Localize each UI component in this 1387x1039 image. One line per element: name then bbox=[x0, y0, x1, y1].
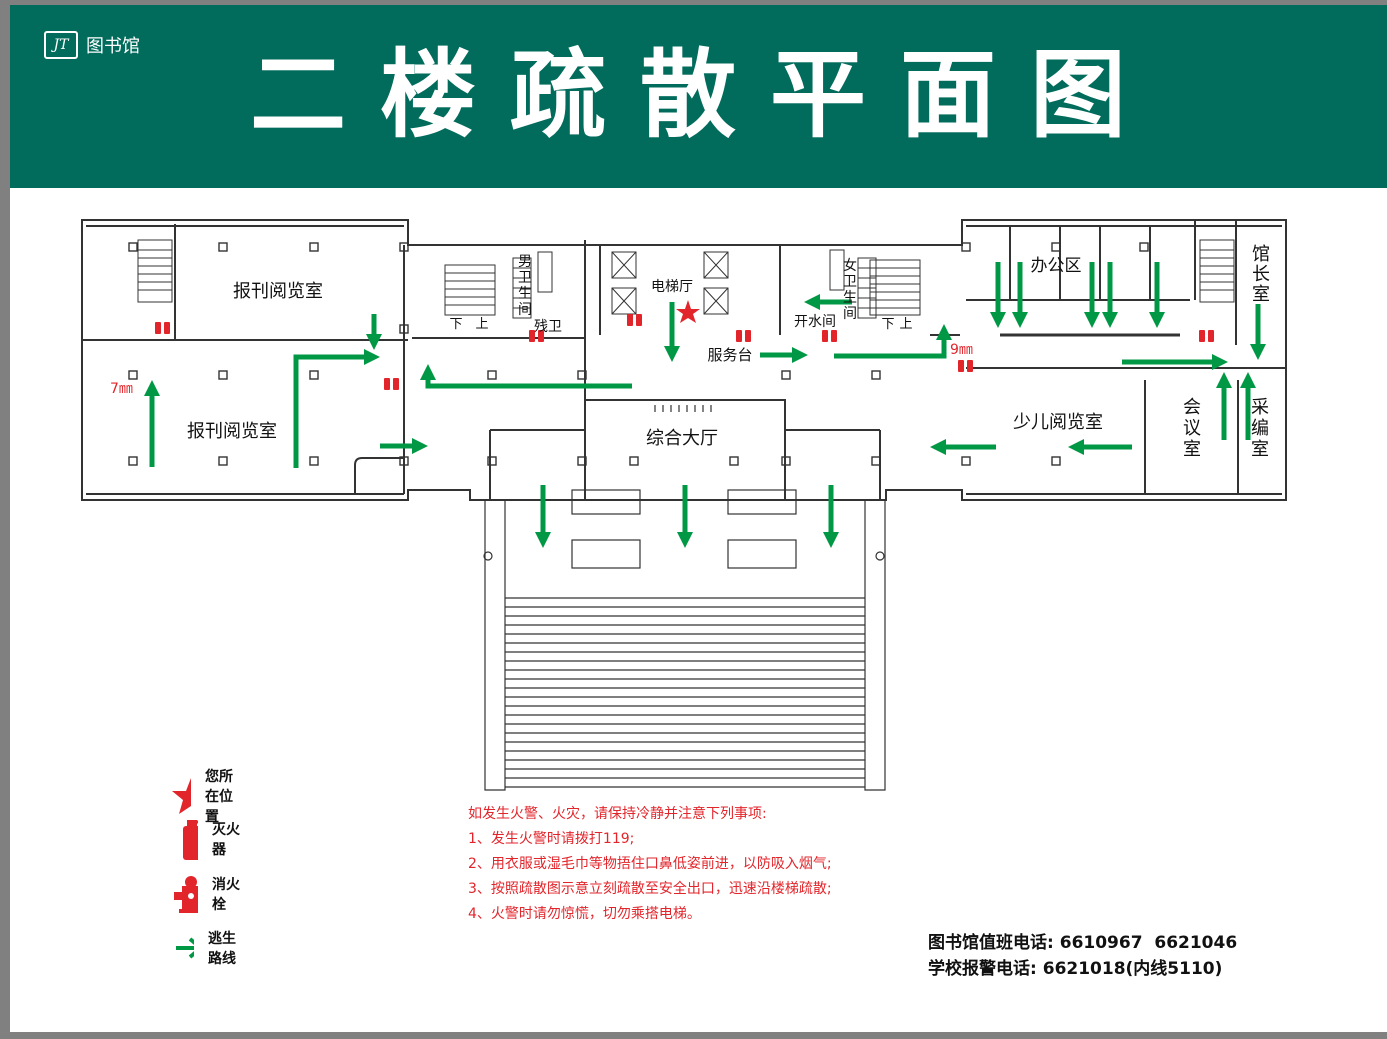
room-main-hall: 综合大厅 bbox=[646, 428, 718, 449]
fire-extinguishers bbox=[155, 314, 1214, 390]
legend-row-extinguisher: 灭火器 bbox=[170, 816, 240, 862]
duty-phone-numbers: 6610967 6621046 bbox=[1059, 933, 1238, 953]
library-logo: JT 图书馆 bbox=[44, 31, 140, 59]
extinguisher-icon bbox=[636, 314, 642, 326]
evacuation-plan-sheet: JT 图书馆 二楼疏散平面图 bbox=[10, 5, 1387, 1032]
logo-mark-icon: JT bbox=[44, 31, 78, 59]
room-service-desk: 服务台 bbox=[707, 346, 752, 364]
elevators bbox=[611, 251, 729, 315]
legend-label: 逃生路线 bbox=[208, 931, 236, 967]
columns bbox=[128, 242, 1149, 466]
room-male-toilet-4: 间 bbox=[518, 302, 532, 318]
extinguisher-icon bbox=[822, 330, 828, 342]
escape-arrow bbox=[419, 363, 632, 389]
room-water-room: 开水间 bbox=[794, 314, 836, 330]
extinguisher-icon bbox=[627, 314, 633, 326]
duty-phone-row: 图书馆值班电话: 6610967 6621046 bbox=[928, 930, 1237, 956]
notes-heading: 如发生火警、火灾，请保持冷静并注意下列事项: bbox=[468, 806, 767, 822]
notes-item: 2、用衣服或湿毛巾等物捂住口鼻低姿前进，以防吸入烟气; bbox=[468, 856, 832, 872]
extinguisher-icon bbox=[155, 322, 161, 334]
extinguisher-icon bbox=[967, 360, 973, 372]
stair-down-label-east: 下 bbox=[881, 317, 894, 332]
extinguisher-icon bbox=[958, 360, 964, 372]
room-male-toilet-3: 生 bbox=[518, 286, 532, 302]
legend-label: 灭火器 bbox=[212, 822, 240, 858]
extinguisher-icon bbox=[1199, 330, 1205, 342]
escape-arrow bbox=[293, 348, 381, 468]
main-entrance-steps bbox=[483, 405, 886, 791]
room-director-3: 室 bbox=[1252, 284, 1270, 305]
notes-item: 1、发生火警时请拨打119; bbox=[468, 831, 635, 847]
hydrant-icon bbox=[174, 876, 198, 913]
extinguisher-icon bbox=[831, 330, 837, 342]
room-office-area: 办公区 bbox=[1031, 256, 1082, 276]
legend-row-position: 您所在位置 bbox=[170, 766, 240, 826]
room-male-toilet-2: 卫 bbox=[518, 270, 532, 286]
arrow-icon bbox=[176, 937, 194, 959]
room-male-toilet-1: 男 bbox=[518, 254, 532, 270]
stair-down-label: 下 bbox=[449, 317, 462, 332]
room-elevator-hall: 电梯厅 bbox=[651, 279, 693, 295]
escape-arrow bbox=[834, 323, 953, 359]
room-meeting-3: 室 bbox=[1183, 439, 1201, 460]
room-accessible-toilet: 残卫 bbox=[534, 319, 562, 335]
building-walls bbox=[81, 219, 1287, 501]
distance-east: 9㎜ bbox=[950, 342, 973, 358]
contact-phones: 图书馆值班电话: 6610967 6621046 学校报警电话: 6621018… bbox=[928, 930, 1237, 982]
room-meeting-1: 会 bbox=[1183, 397, 1201, 418]
room-meeting-2: 议 bbox=[1183, 418, 1201, 439]
extinguisher-icon bbox=[164, 322, 170, 334]
extinguisher-icon bbox=[183, 820, 198, 860]
extinguisher-icon bbox=[538, 330, 544, 342]
duty-phone-label: 图书馆值班电话: bbox=[928, 933, 1054, 953]
room-female-toilet-3: 生 bbox=[843, 290, 857, 306]
logo-text: 图书馆 bbox=[86, 36, 140, 57]
legend-row-hydrant: 消火栓 bbox=[170, 874, 240, 914]
legend-label: 您所在位置 bbox=[205, 769, 233, 825]
room-female-toilet-1: 女 bbox=[843, 257, 857, 274]
page-title: 二楼疏散平面图 bbox=[250, 39, 1160, 151]
alarm-phone-label: 学校报警电话: bbox=[928, 959, 1037, 979]
extinguisher-icon bbox=[1208, 330, 1214, 342]
header-banner: JT 图书馆 二楼疏散平面图 bbox=[10, 5, 1387, 188]
star-icon bbox=[172, 778, 191, 814]
alarm-phone-numbers: 6621018(内线5110) bbox=[1042, 959, 1223, 979]
room-children: 少儿阅览室 bbox=[1013, 412, 1103, 433]
extinguisher-icon bbox=[736, 330, 742, 342]
extinguisher-icon bbox=[529, 330, 535, 342]
escape-route-arrows bbox=[143, 262, 1267, 549]
room-director-2: 长 bbox=[1252, 264, 1270, 285]
room-acquisition-3: 室 bbox=[1251, 439, 1269, 460]
distance-west: 7㎜ bbox=[110, 381, 133, 397]
alarm-phone-row: 学校报警电话: 6621018(内线5110) bbox=[928, 956, 1237, 982]
notes-item: 3、按照疏散图示意立刻疏散至安全出口，迅速沿楼梯疏散; bbox=[468, 881, 832, 897]
room-newspaper-north: 报刊阅览室 bbox=[233, 281, 323, 302]
legend-label: 消火栓 bbox=[212, 877, 240, 913]
room-newspaper-south: 报刊阅览室 bbox=[187, 421, 277, 442]
room-acquisition-1: 采 bbox=[1251, 397, 1269, 418]
room-female-toilet-4: 间 bbox=[843, 306, 857, 322]
notes-item: 4、火警时请勿惊慌，切勿乘搭电梯。 bbox=[468, 906, 701, 922]
extinguisher-icon bbox=[393, 378, 399, 390]
toilet-fixtures bbox=[512, 249, 877, 319]
stair-up-label-east: 上 bbox=[899, 317, 912, 332]
room-acquisition-2: 编 bbox=[1251, 418, 1269, 439]
legend-row-route: 逃生路线 bbox=[170, 928, 240, 968]
stair-up-label: 上 bbox=[475, 317, 488, 332]
room-female-toilet-2: 卫 bbox=[843, 274, 857, 290]
you-are-here-star-icon bbox=[676, 300, 700, 323]
fire-safety-notes: 如发生火警、火灾，请保持冷静并注意下列事项: 1、发生火警时请拨打119; 2、… bbox=[468, 802, 832, 927]
room-director-1: 馆 bbox=[1252, 244, 1270, 265]
stairwell-west bbox=[137, 239, 1235, 316]
extinguisher-icon bbox=[384, 378, 390, 390]
extinguisher-icon bbox=[745, 330, 751, 342]
